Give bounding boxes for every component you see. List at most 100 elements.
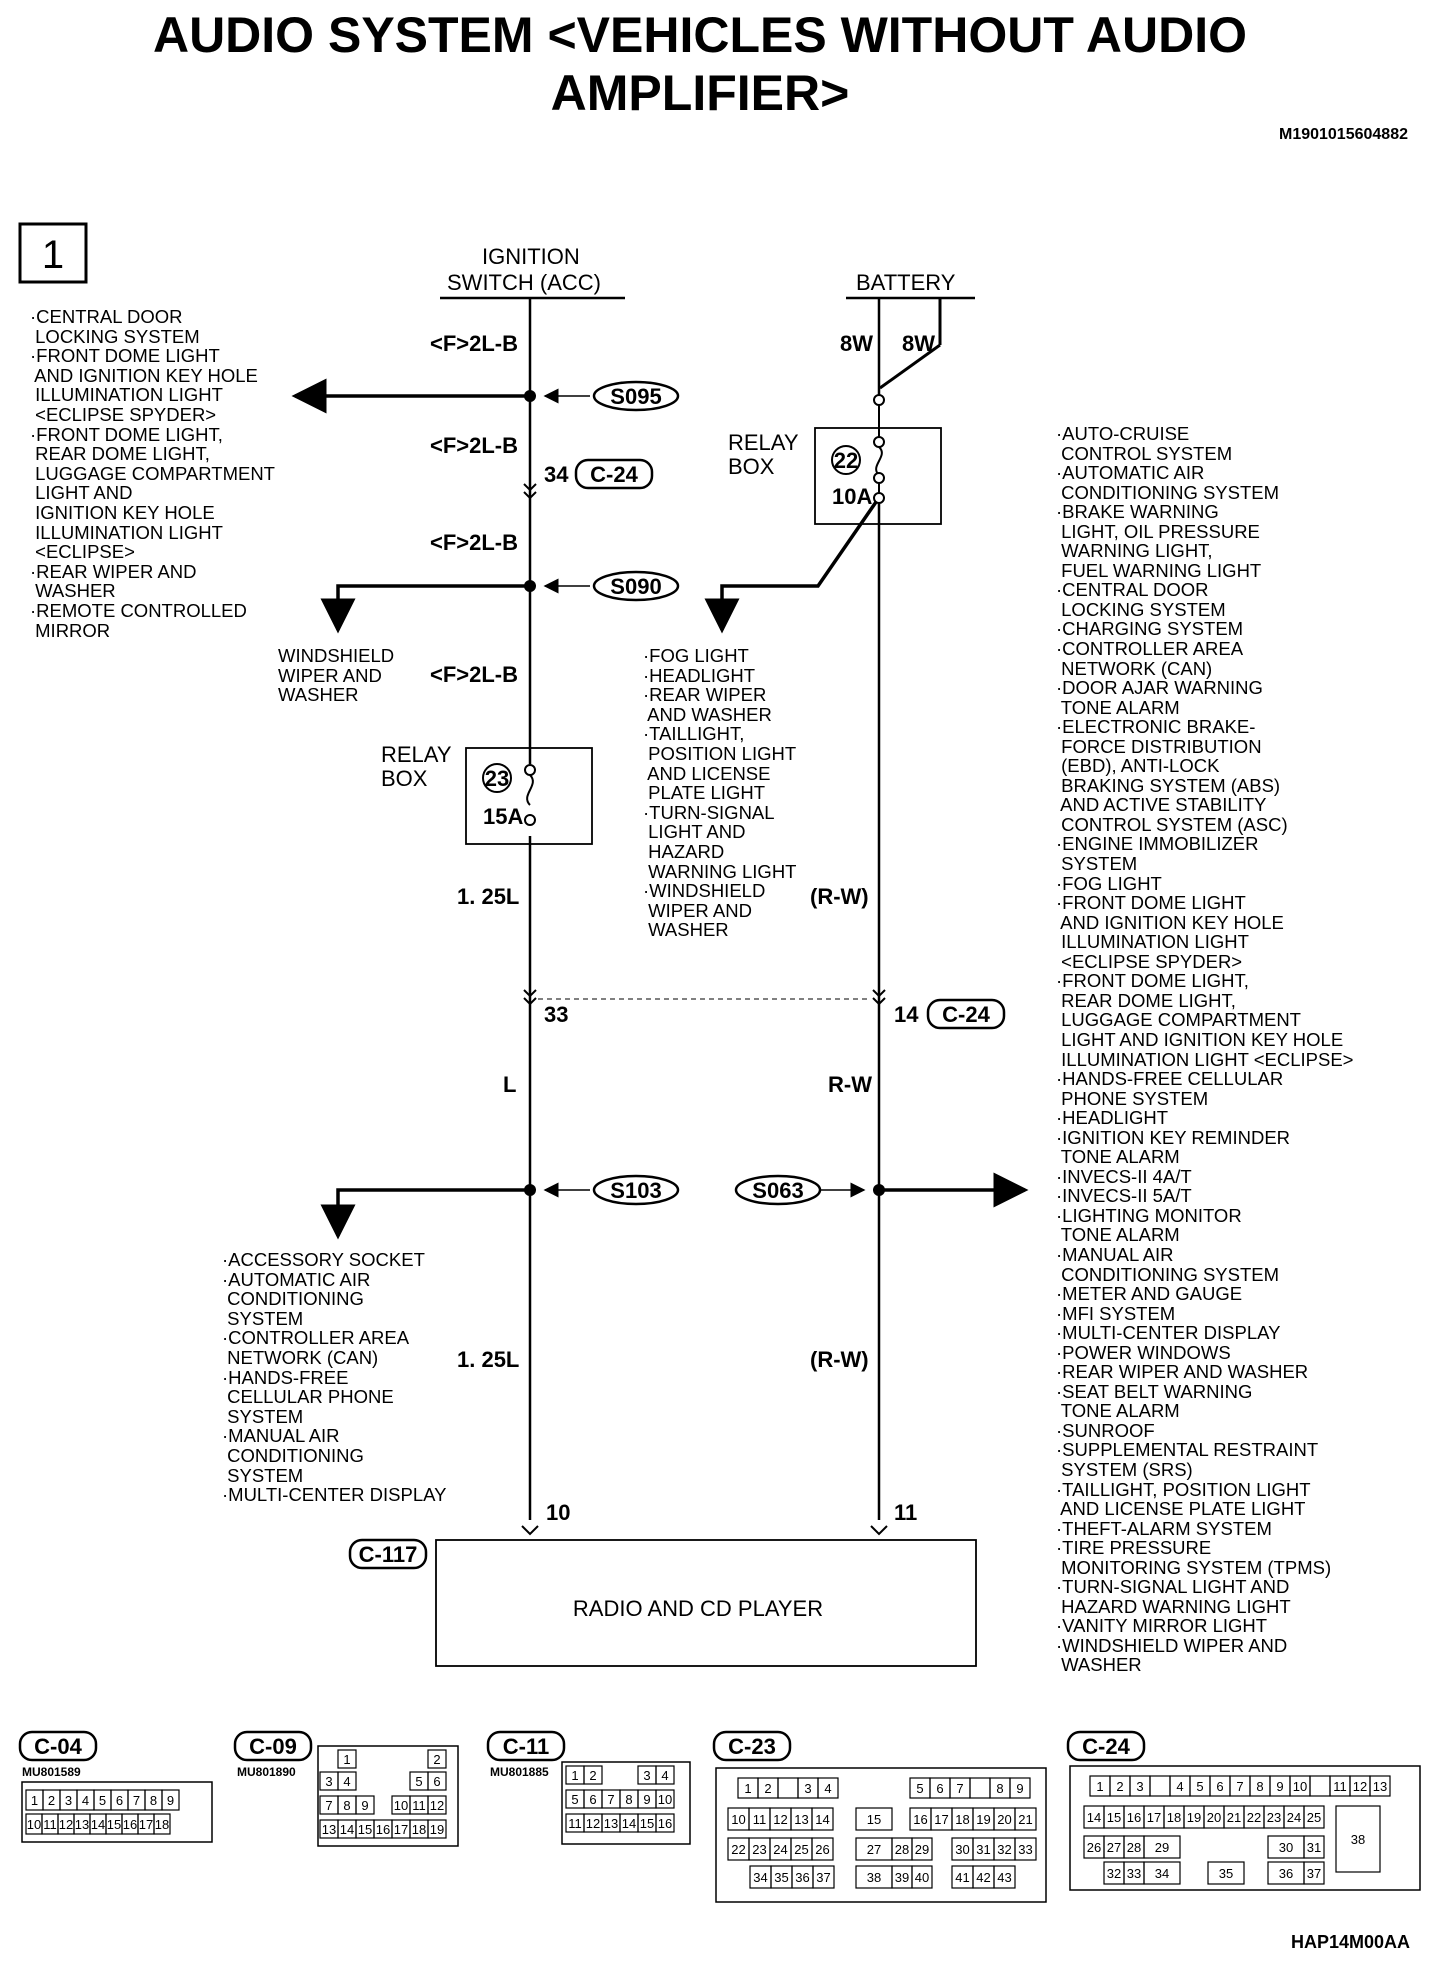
connector-pin-cell	[1303, 1835, 1325, 1859]
list-line: LOCKING SYSTEM	[30, 325, 200, 347]
list-line: CELLULAR PHONE	[222, 1386, 394, 1408]
list-line: ·MFI SYSTEM	[1056, 1302, 1176, 1324]
list-line: SYSTEM	[1056, 853, 1138, 875]
list-line: ·MULTI-CENTER DISPLAY	[1056, 1322, 1281, 1344]
connector-pin-cell	[427, 1771, 447, 1791]
connector-pin-number: 13	[604, 1816, 618, 1831]
connector-pin-number: 24	[773, 1842, 787, 1857]
list-line: WASHER	[30, 580, 116, 602]
list-top-left: ·CENTRAL DOOR LOCKING SYSTEM·FRONT DOME …	[30, 307, 275, 640]
connector-pin-cell	[1303, 1805, 1325, 1829]
connector-table-c04-label: C-04	[34, 1734, 82, 1759]
connector-pin-number: 4	[343, 1774, 350, 1789]
connector-pin-number: 24	[1287, 1810, 1301, 1825]
connector-pin-cell	[337, 1771, 357, 1791]
list-line: MIRROR	[30, 619, 111, 641]
list-line: TONE ALARM	[1056, 1224, 1180, 1246]
connector-pin-number: 26	[815, 1842, 829, 1857]
connector-pin-cell	[161, 1789, 180, 1811]
connector-pin-cell	[153, 1813, 171, 1835]
connector-pin-number: 6	[433, 1774, 440, 1789]
connector-pin-cell	[1207, 1861, 1245, 1885]
connector-pin-cell	[655, 1813, 675, 1833]
connector-pin-number: 13	[75, 1817, 89, 1832]
list-line: ·SUNROOF	[1056, 1419, 1155, 1441]
list-line: AND LICENSE PLATE LIGHT	[1056, 1498, 1306, 1520]
connector-pin-cell	[911, 1865, 933, 1889]
list-line: TONE ALARM	[1056, 1146, 1180, 1168]
list-line: WARNING LIGHT,	[1056, 540, 1213, 562]
connector-pin-number: 16	[913, 1812, 927, 1827]
list-line: ·CENTRAL DOOR	[1056, 579, 1209, 601]
connector-pin-number: 36	[1279, 1866, 1293, 1881]
connector-pin-cell	[1009, 1777, 1031, 1799]
list-line: WASHER	[278, 684, 359, 706]
connector-pin-number: 9	[1016, 1781, 1023, 1796]
connector-pin-number: 35	[1219, 1866, 1233, 1881]
list-line: FUEL WARNING LIGHT	[1056, 559, 1262, 581]
connector-pin-number: 25	[1307, 1810, 1321, 1825]
list-line: ·FRONT DOME LIGHT	[30, 345, 220, 367]
pin-11: 11	[894, 1500, 917, 1525]
list-line: NETWORK (CAN)	[222, 1346, 379, 1368]
list-line: ILLUMINATION LIGHT	[1056, 931, 1249, 953]
list-line: SYSTEM	[222, 1464, 304, 1486]
connector-pin-number: 7	[607, 1792, 614, 1807]
connector-pin-number: 14	[1087, 1810, 1101, 1825]
list-line: SYSTEM	[222, 1405, 304, 1427]
connector-pin-number: 11	[1333, 1779, 1347, 1794]
list-line: HAZARD WARNING LIGHT	[1056, 1595, 1291, 1617]
list-line: ·HEADLIGHT	[1056, 1107, 1169, 1129]
battery-label: BATTERY	[856, 270, 956, 295]
connector-pin-number: 5	[99, 1793, 106, 1808]
list-line: ·HANDS-FREE	[222, 1366, 349, 1388]
pin-14: 14	[894, 1002, 919, 1027]
connector-pin-number: 35	[774, 1870, 788, 1885]
connector-pin-number: 17	[934, 1812, 948, 1827]
connector-pin-cell	[583, 1765, 603, 1785]
list-line: ·LIGHTING MONITOR	[1056, 1204, 1242, 1226]
connector-pin-number: 7	[325, 1798, 332, 1813]
wire-label-rw-upper: (R-W)	[810, 884, 869, 909]
list-line: WASHER	[643, 919, 729, 941]
connector-pin-number: 19	[976, 1812, 990, 1827]
list-line: ·FRONT DOME LIGHT,	[30, 423, 223, 445]
list-line: ·FRONT DOME LIGHT,	[1056, 970, 1249, 992]
connector-pin-cell	[427, 1795, 447, 1815]
list-line: REAR DOME LIGHT,	[1056, 989, 1236, 1011]
connector-pin-number: 32	[1107, 1866, 1121, 1881]
connector-pin-cell	[777, 1777, 799, 1799]
connector-pin-number: 41	[955, 1870, 969, 1885]
connector-pin-number: 3	[325, 1774, 332, 1789]
connector-pin-number: 1	[1096, 1779, 1103, 1794]
connector-pin-number: 13	[794, 1812, 808, 1827]
connector-pin-number: 11	[753, 1812, 767, 1827]
radio-cd-player	[435, 1539, 977, 1667]
list-line: WARNING LIGHT	[643, 860, 797, 882]
connector-pin-number: 32	[997, 1842, 1011, 1857]
connector-pin-number: 39	[895, 1870, 909, 1885]
connector-pin-cell	[811, 1837, 834, 1861]
list-line: CONDITIONING	[222, 1288, 364, 1310]
connector-pin-number: 2	[1116, 1779, 1123, 1794]
connector-pin-number: 1	[744, 1781, 751, 1796]
connector-pin-number: 15	[358, 1822, 372, 1837]
splice-s063	[734, 1174, 822, 1206]
list-line: AND IGNITION KEY HOLE	[1056, 911, 1284, 933]
list-line: ·TAILLIGHT, POSITION LIGHT	[1056, 1478, 1311, 1500]
connector-c117-label: C-117	[359, 1542, 418, 1567]
list-line: HAZARD	[643, 840, 725, 862]
list-line: ·POWER WINDOWS	[1056, 1341, 1231, 1363]
list-line: CONDITIONING SYSTEM	[1056, 481, 1280, 503]
list-line: TONE ALARM	[1056, 696, 1180, 718]
connector-pin-number: 10	[731, 1812, 745, 1827]
connector-c24-a-label: C-24	[590, 462, 638, 487]
connector-pin-number: 31	[976, 1842, 990, 1857]
connector-pin-cell	[1149, 1775, 1171, 1797]
list-line: ·AUTO-CRUISE	[1056, 423, 1190, 444]
connector-pin-number: 18	[1167, 1810, 1181, 1825]
list-line: (EBD), ANTI-LOCK	[1056, 755, 1220, 777]
list-line: ·FRONT DOME LIGHT	[1056, 892, 1246, 914]
